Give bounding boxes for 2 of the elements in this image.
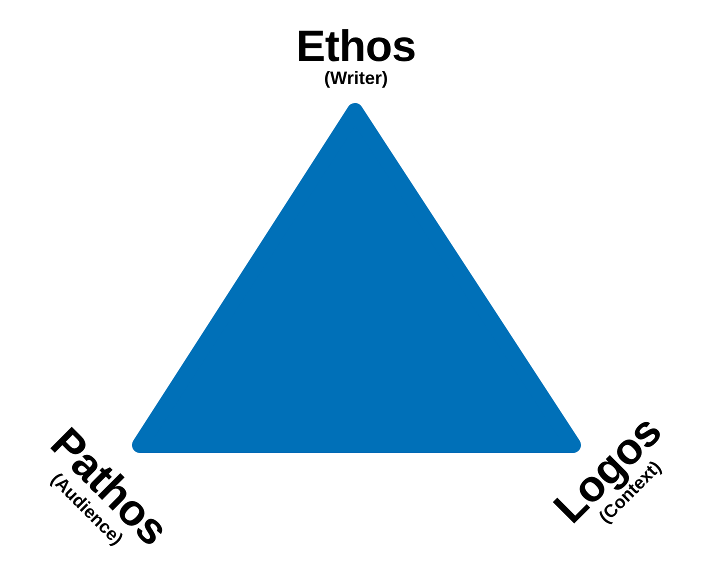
corner-title: Ethos — [296, 25, 416, 70]
corner-subtitle: (Writer) — [324, 69, 388, 89]
